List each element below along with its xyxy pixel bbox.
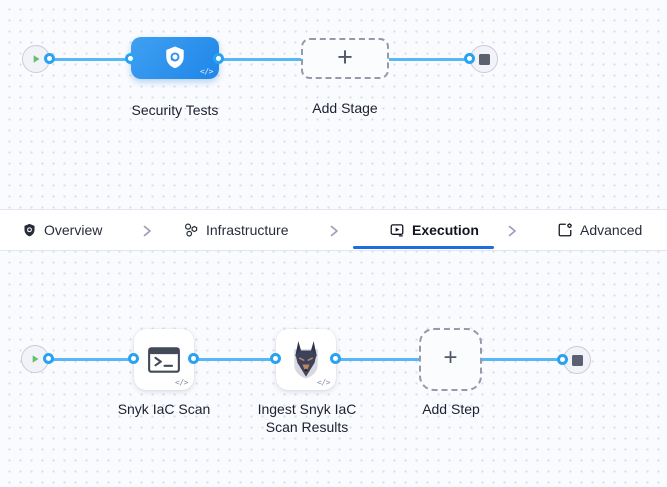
add-step-label: Add Step bbox=[422, 401, 480, 417]
chevron-right-icon bbox=[330, 225, 338, 237]
step-card-snyk-iac-scan[interactable]: </> bbox=[134, 329, 194, 390]
shield-icon bbox=[24, 223, 35, 236]
connector-dot bbox=[188, 353, 199, 364]
tab-label: Overview bbox=[44, 222, 103, 238]
stage-end-node bbox=[470, 45, 498, 73]
stage-connector-line bbox=[36, 58, 484, 61]
tab-infrastructure[interactable]: Infrastructure bbox=[183, 210, 288, 250]
step-label: Snyk IaC Scan bbox=[117, 401, 211, 417]
connector-dot bbox=[213, 53, 224, 64]
play-icon bbox=[32, 355, 39, 363]
terminal-icon bbox=[148, 346, 180, 373]
connector-dot bbox=[557, 354, 568, 365]
chevron-right-icon bbox=[143, 225, 151, 237]
tab-advanced[interactable]: Advanced bbox=[557, 210, 642, 250]
plus-icon: + bbox=[337, 41, 353, 72]
stage-tab-bar: Overview Infrastructure Execution bbox=[0, 209, 667, 251]
connector-dot bbox=[330, 353, 341, 364]
play-icon bbox=[33, 55, 40, 63]
plus-icon: + bbox=[443, 344, 458, 371]
code-icon: </> bbox=[200, 67, 213, 76]
chevron-right-icon bbox=[508, 225, 516, 237]
connector-dot bbox=[43, 353, 54, 364]
step-label: Ingest Snyk IaC Scan Results bbox=[257, 401, 357, 435]
advanced-settings-icon bbox=[558, 223, 572, 237]
active-tab-underline bbox=[353, 246, 494, 249]
tab-label: Execution bbox=[412, 222, 479, 238]
tab-label: Infrastructure bbox=[206, 222, 289, 238]
snyk-logo-icon bbox=[294, 340, 318, 378]
step-card-ingest-snyk-results[interactable]: </> bbox=[276, 329, 336, 390]
stop-icon bbox=[478, 53, 490, 65]
add-step-button[interactable]: + bbox=[419, 328, 482, 391]
execution-play-icon bbox=[390, 224, 404, 237]
tab-label: Advanced bbox=[580, 222, 643, 238]
code-icon: </> bbox=[175, 378, 188, 387]
connector-dot bbox=[125, 53, 136, 64]
security-shield-icon bbox=[166, 46, 184, 69]
tab-execution[interactable]: Execution bbox=[389, 210, 479, 250]
connector-dot bbox=[464, 53, 475, 64]
connector-dot bbox=[128, 353, 139, 364]
add-stage-button[interactable]: + bbox=[301, 38, 389, 79]
stop-icon bbox=[571, 354, 583, 366]
stage-card-security-tests[interactable]: </> bbox=[131, 37, 219, 79]
code-icon: </> bbox=[317, 378, 330, 387]
add-stage-label: Add Stage bbox=[312, 100, 378, 116]
connector-dot bbox=[44, 53, 55, 64]
infrastructure-cluster-icon bbox=[184, 223, 198, 237]
tab-overview[interactable]: Overview bbox=[22, 210, 102, 250]
stage-label: Security Tests bbox=[131, 102, 219, 118]
connector-dot bbox=[270, 353, 281, 364]
